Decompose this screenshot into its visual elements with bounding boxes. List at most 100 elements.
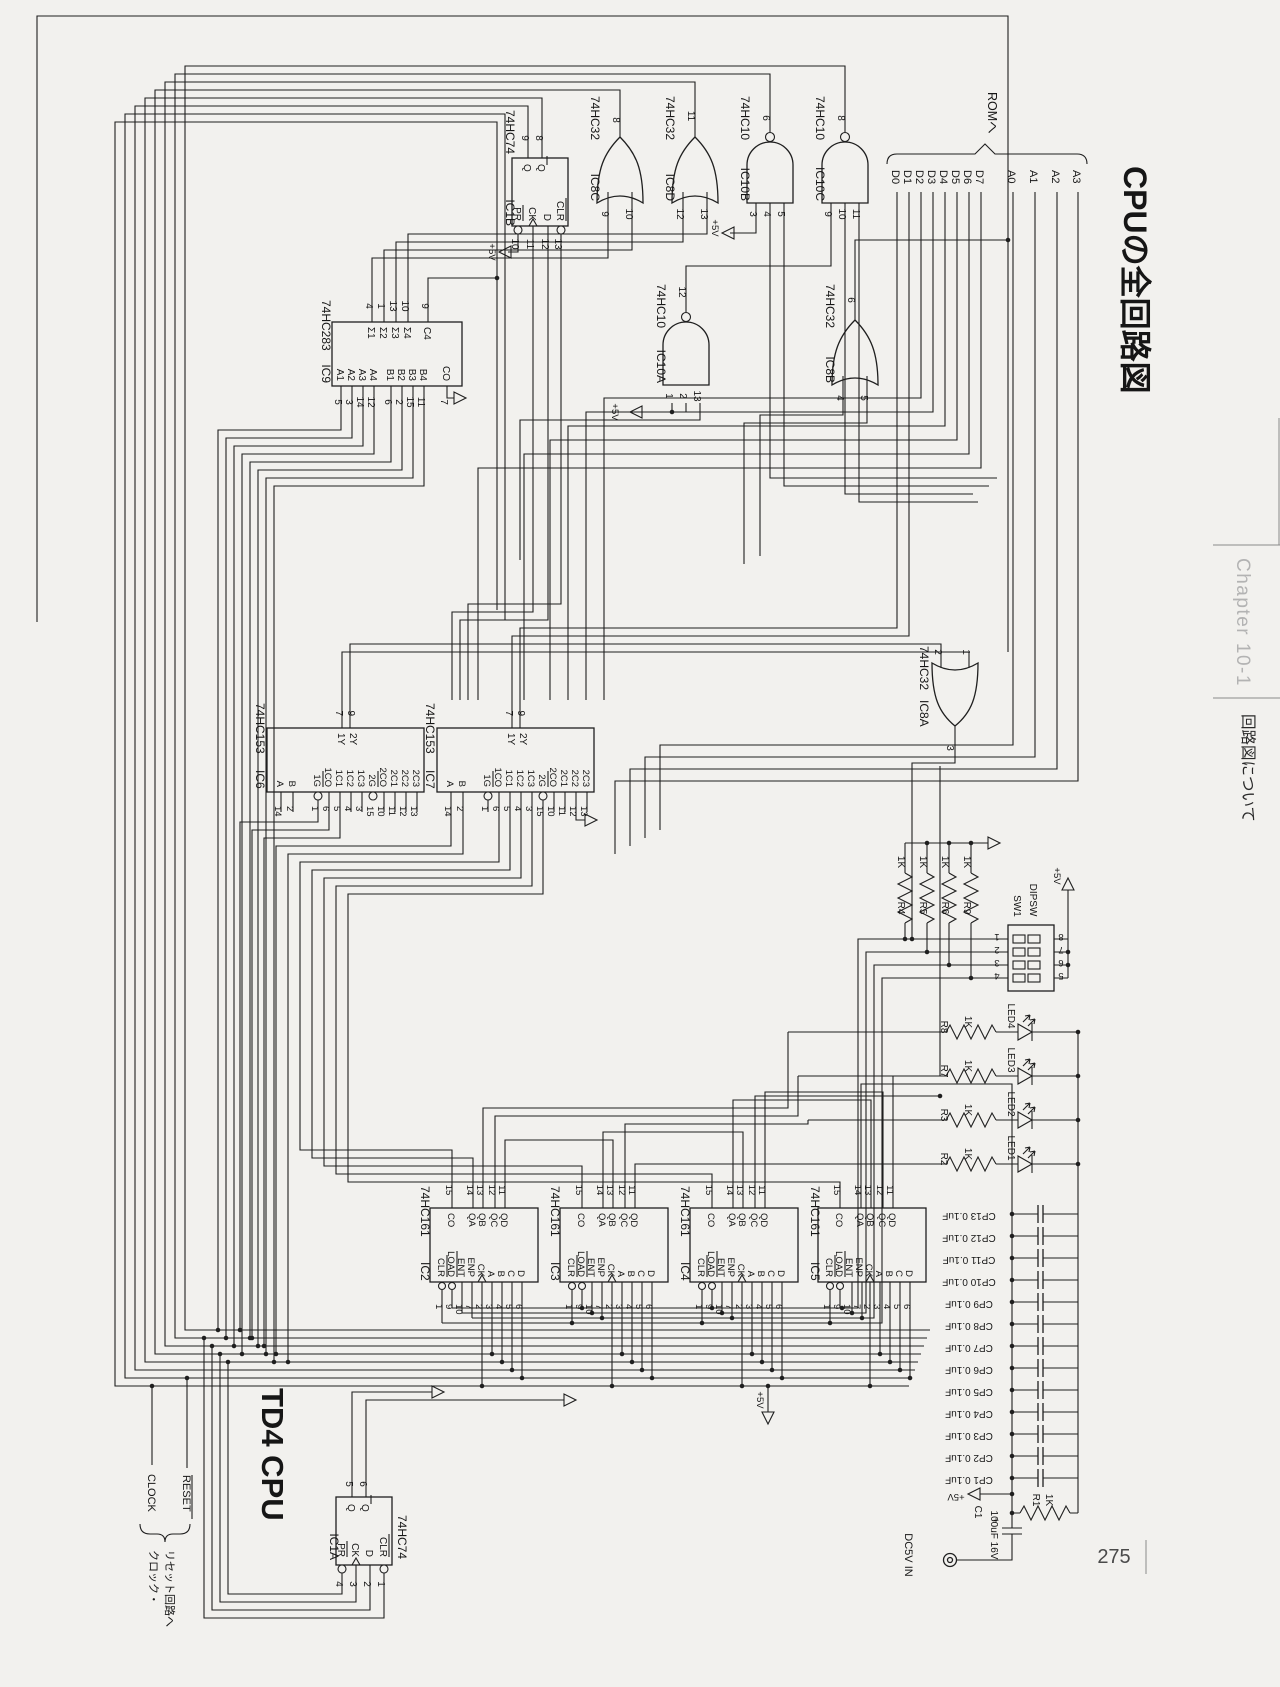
ic9-top-names-text: C4 [421,327,432,340]
ic2-bottom-names-text: D [515,1270,526,1277]
ic2-bottom-pins-text: 1 [433,1304,444,1309]
top-nest-wires [114,65,930,1387]
ic4-part: 74HC161 [678,1186,692,1237]
dipsw-label: DIPSW [1027,884,1038,917]
ic4-top-names-text: QB [736,1213,747,1227]
ic5-top-names-text: QB [864,1213,875,1227]
counter-bottom-wires [441,1282,911,1386]
ic10a-ref-text: IC10A [654,350,668,383]
ic2-bottom-pins-text: 7 [463,1304,474,1309]
ic1a-part-text: 74HC74 [395,1515,409,1559]
ic4-bottom-names-text: B [755,1271,766,1277]
ic8c-part-text: 74HC32 [588,96,602,140]
ic8c-ins-text: 9 [599,211,610,217]
adder-output-wires [371,192,708,322]
ic4-bottom-pins-text: 5 [763,1304,774,1309]
ic1b-bottom-names-text: D [541,214,552,221]
ic10c-out: 8 [835,115,846,121]
clock-label-text: CLOCK [145,1474,157,1513]
ic9-pin-wires [217,386,454,1362]
reset-label: RESET [180,1475,192,1512]
ic3-bottom-pins-text: 5 [633,1304,644,1309]
ic7-bottom-pins-text: 1 [479,806,490,811]
cap-labels-text: CP7 0.1uF [945,1342,993,1353]
ic9-top-names-text: Σ3 [389,327,400,339]
data-bus-labels-text: D2 [913,170,925,184]
plus5v-dipsw: +5V [1051,867,1062,885]
ic2-bottom-pins-text: 6 [513,1304,524,1309]
ic1a-bottom-pins-text: 2 [361,1581,372,1587]
ic7-bottom-names-text: 1CO [492,767,503,787]
pullup-wires [904,842,988,978]
ic9-bottom-pins-text: 5 [332,399,343,405]
ic9-bottom-names-text: A4 [367,369,378,382]
ic5-part: 74HC161 [808,1186,822,1237]
ic8a-ref-text: IC8A [917,700,931,727]
ic4-bottom-pins-text: 7 [723,1304,734,1309]
data-bus-labels-text: D6 [961,170,973,184]
plus5v-ic1b-text: +5V [486,243,497,261]
address-bus-labels-text: A3 [1070,170,1082,183]
ic5-bottom-names-text: D [903,1270,914,1277]
ic9-bottom-pins-text: 11 [415,397,426,408]
c1-value-text: 100uF 16V [988,1511,999,1560]
ic7-bottom-names-text: 1C3 [525,770,536,787]
ic5-bottom-pins-text: 10 [841,1304,852,1315]
title-label-text: CPUの全回路図 [1117,166,1153,394]
resistor-r1 [1019,1505,1071,1521]
ic8a-part-text: 74HC32 [917,646,931,690]
dipsw-ref: SW1 [1011,895,1022,917]
ic2-part-text: 74HC161 [418,1186,432,1237]
offpage-arrow-ic1a-2 [563,1393,577,1407]
ic2-bottom-names-text: ENT [455,1258,466,1277]
ic3-bottom-pins-text: 4 [623,1304,634,1309]
ic10c-ref-text: IC10C [813,167,827,201]
plus5v-counters-text: +5V [754,1391,765,1409]
ic7-top-names-text: 2Y [517,733,528,746]
cap-labels-text: CP4 0.1uF [945,1408,993,1419]
dipsw-right-pins-text: 6 [1058,957,1063,968]
ic3-bottom-names-text: LOAD [575,1251,586,1277]
ic10c-ins-text: 9 [822,211,833,217]
ic4-top-names-text: QA [726,1213,737,1227]
ic10a-ins-text: 13 [691,390,702,402]
ic4-bottom-names-text: D [775,1270,786,1277]
pullup-refs-text: R6 [939,902,950,915]
ic9-top-pins-text: 1 [375,303,386,309]
ic1a-ref-text: IC1A [327,1533,341,1560]
pullup-values-text: 1K [917,856,928,869]
mux-pin-wires [239,792,841,1362]
ic4-ref: IC4 [678,1262,692,1281]
section-label-text: 回路図について [1239,714,1257,822]
plus5v-ic1b: +5V [486,243,497,261]
ic10b-ref: IC10B [738,168,752,201]
ic4-top-pins-text: 14 [724,1185,735,1196]
ic2-bottom-pins-text: 9 [443,1304,454,1309]
ic5-top-names-text: QD [886,1213,897,1227]
dipsw-right-wires [1054,890,1069,979]
led-res-values-text: 1K [962,1148,973,1161]
counter-top-wires [482,766,1013,1214]
ic8b-ref: IC8B [823,356,837,383]
plus5v-arrow-caps [967,1487,981,1501]
ic10b-ins-text: 5 [775,211,786,217]
ic7-body [436,727,595,793]
ic9-part: 74HC283 [319,300,333,351]
ic6-part-text: 74HC153 [253,703,267,754]
led-row-wires [788,1031,1078,1165]
ic5-bottom-names-text: A [873,1271,884,1278]
ic4-bottom-names-text: A [745,1271,756,1278]
gate-interconnect-wires [341,203,1008,939]
ic9-part-text: 74HC283 [319,300,333,351]
ic8c-ref-text: IC8C [588,174,602,202]
ic5-bottom-names-text: LOAD [833,1251,844,1277]
